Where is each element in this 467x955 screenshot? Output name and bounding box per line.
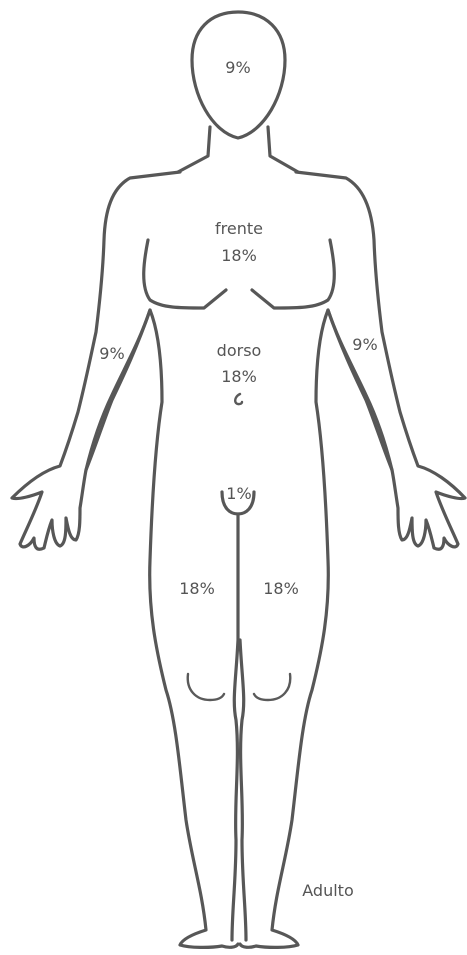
leg-right-side-percentage: 18% — [179, 581, 215, 597]
body-right-side-outline — [240, 172, 465, 947]
neck-left-line — [178, 127, 210, 172]
head-percentage: 9% — [225, 60, 250, 76]
chest-front-label: frente — [215, 221, 263, 237]
inner-leg-line — [232, 514, 238, 940]
chest-front-percentage: 18% — [221, 248, 257, 264]
knee-right — [254, 674, 290, 700]
groin-percentage: 1% — [226, 486, 251, 502]
chest-left-line — [144, 240, 226, 308]
back-percentage: 18% — [221, 369, 257, 385]
arm-right-side-percentage: 9% — [99, 346, 124, 362]
leg-left-side-percentage: 18% — [263, 581, 299, 597]
knee-left — [188, 674, 224, 700]
body-left-side-outline — [12, 172, 238, 947]
chest-right-line — [252, 240, 334, 308]
neck-right-line — [268, 127, 298, 172]
back-label: dorso — [217, 343, 262, 359]
arm-left-side-percentage: 9% — [352, 337, 377, 353]
navel-mark — [235, 394, 242, 404]
figure-caption: Adulto — [302, 883, 353, 899]
inner-leg-line-right — [240, 640, 246, 940]
